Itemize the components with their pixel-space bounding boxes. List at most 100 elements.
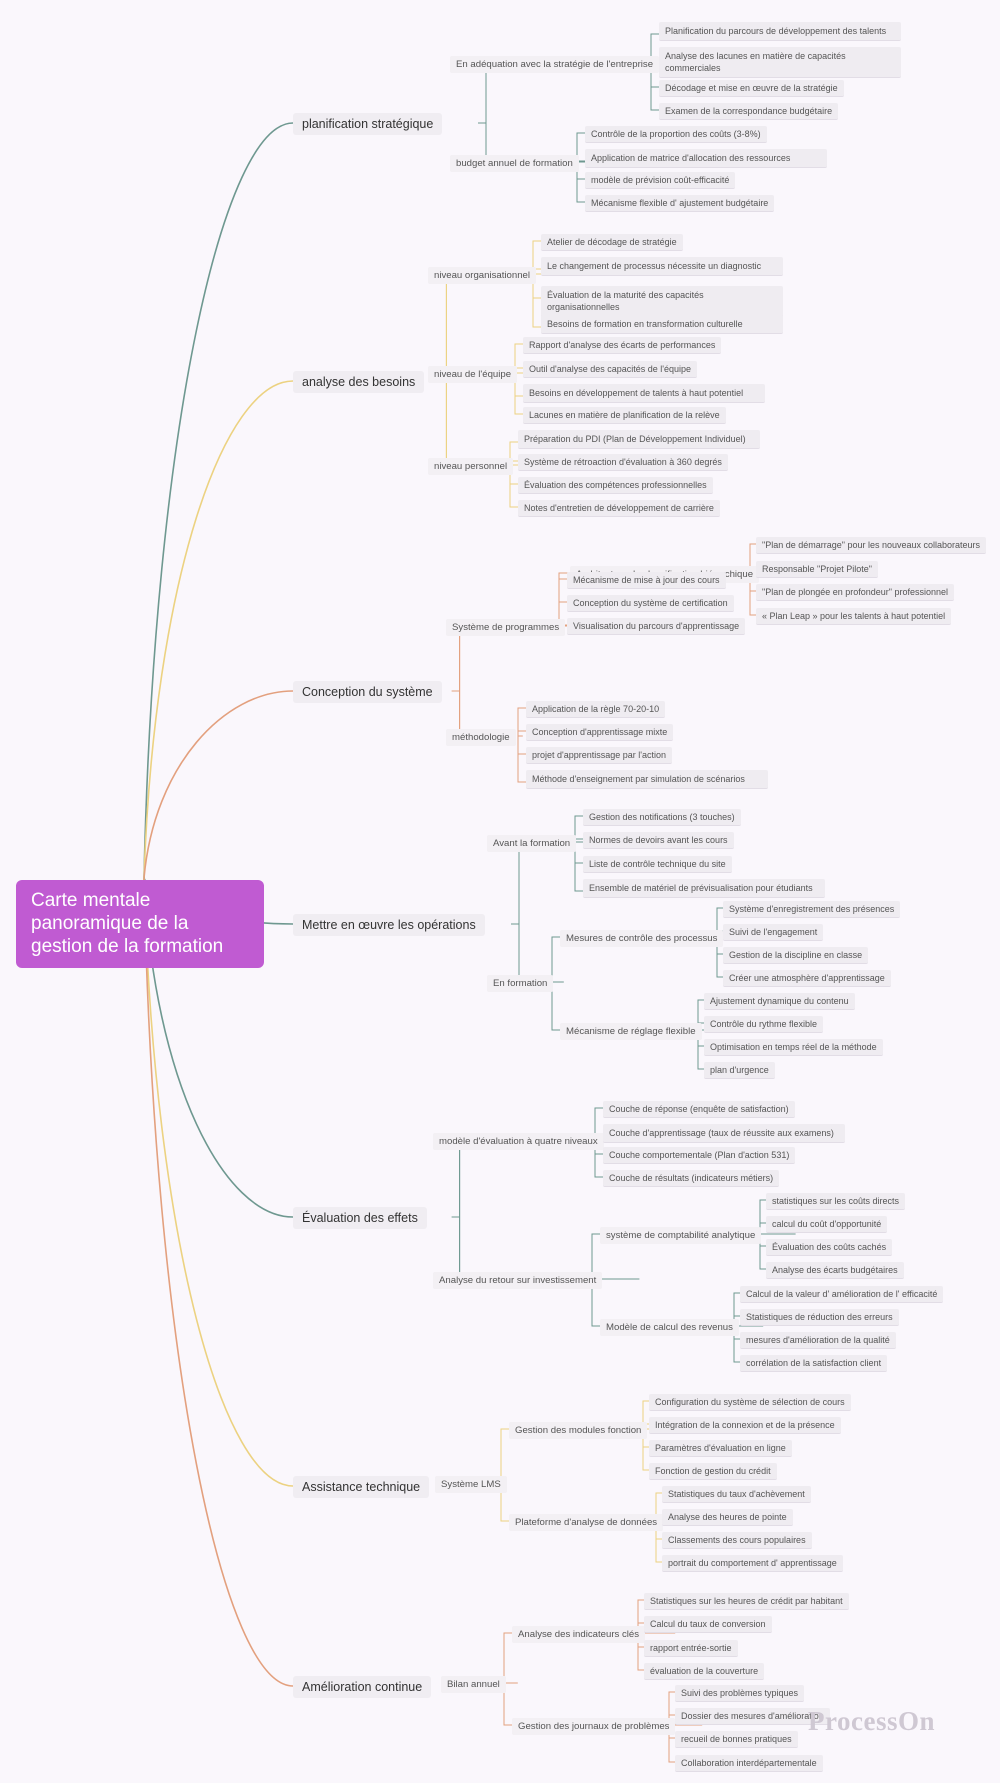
leaf-item[interactable]: Gestion de la discipline en classe	[723, 947, 869, 964]
branch-topic[interactable]: planification stratégique	[293, 113, 443, 135]
leaf-item[interactable]: Optimisation en temps réel de la méthode	[704, 1039, 883, 1056]
leaf-item[interactable]: Conception d'apprentissage mixte	[526, 724, 674, 741]
subgroup-topic[interactable]: Modèle de calcul des revenus	[600, 1319, 739, 1336]
subgroup-topic[interactable]: Gestion des modules fonction	[509, 1422, 648, 1439]
group-topic[interactable]: budget annuel de formation	[450, 155, 579, 172]
leaf-item[interactable]: Application de matrice d'allocation des …	[585, 149, 827, 168]
leaf-item[interactable]: Application de la règle 70-20-10	[526, 701, 666, 718]
branch-topic[interactable]: analyse des besoins	[293, 371, 425, 393]
leaf-item[interactable]: "Plan de plongée en profondeur" professi…	[756, 584, 955, 601]
leaf-item[interactable]: Calcul de la valeur d' amélioration de l…	[740, 1286, 944, 1303]
leaf-item[interactable]: Analyse des écarts budgétaires	[766, 1262, 904, 1279]
leaf-item[interactable]: Ajustement dynamique du contenu	[704, 993, 855, 1010]
group-topic[interactable]: modèle d'évaluation à quatre niveaux	[433, 1133, 604, 1150]
leaf-item[interactable]: Évaluation des compétences professionnel…	[518, 477, 713, 494]
group-topic[interactable]: niveau de l'équipe	[428, 366, 518, 383]
leaf-item[interactable]: Couche de réponse (enquête de satisfacti…	[603, 1101, 795, 1118]
group-topic[interactable]: Système LMS	[435, 1476, 507, 1493]
leaf-item[interactable]: Couche comportementale (Plan d'action 53…	[603, 1147, 796, 1164]
leaf-item[interactable]: Méthode d'enseignement par simulation de…	[526, 770, 768, 789]
leaf-item[interactable]: Calcul du taux de conversion	[644, 1616, 772, 1633]
leaf-item[interactable]: Contrôle du rythme flexible	[704, 1016, 824, 1033]
leaf-item[interactable]: Analyse des lacunes en matière de capaci…	[659, 47, 901, 78]
subgroup-topic[interactable]: Gestion des journaux de problèmes	[512, 1718, 676, 1735]
leaf-item[interactable]: Suivi des problèmes typiques	[675, 1685, 805, 1702]
leaf-item[interactable]: mesures d'amélioration de la qualité	[740, 1332, 896, 1349]
leaf-item[interactable]: Planification du parcours de développeme…	[659, 22, 901, 41]
leaf-item[interactable]: Dossier des mesures d'amélioration	[675, 1708, 830, 1725]
leaf-item[interactable]: recueil de bonnes pratiques	[675, 1731, 798, 1748]
branch-topic[interactable]: Amélioration continue	[293, 1676, 432, 1698]
subgroup-topic[interactable]: Mesures de contrôle des processus	[560, 930, 724, 947]
branch-topic[interactable]: Mettre en œuvre les opérations	[293, 914, 485, 936]
leaf-item[interactable]: Outil d'analyse des capacités de l'équip…	[523, 361, 698, 378]
leaf-item[interactable]: Préparation du PDI (Plan de Développemen…	[518, 430, 760, 449]
leaf-item[interactable]: Paramètres d'évaluation en ligne	[649, 1440, 792, 1457]
branch-topic[interactable]: Assistance technique	[293, 1476, 430, 1498]
leaf-item[interactable]: Fonction de gestion du crédit	[649, 1463, 777, 1480]
leaf-item[interactable]: Ensemble de matériel de prévisualisation…	[583, 879, 825, 898]
leaf-item[interactable]: Intégration de la connexion et de la pré…	[649, 1417, 841, 1434]
leaf-item[interactable]: Collaboration interdépartementale	[675, 1755, 823, 1772]
leaf-item[interactable]: « Plan Leap » pour les talents à haut po…	[756, 608, 952, 625]
root-topic[interactable]: Carte mentale panoramique de la gestion …	[16, 880, 264, 968]
subgroup-topic[interactable]: Mécanisme de réglage flexible	[560, 1023, 702, 1040]
leaf-item[interactable]: Besoins de formation en transformation c…	[541, 315, 783, 334]
leaf-item[interactable]: "Plan de démarrage" pour les nouveaux co…	[756, 537, 987, 554]
subgroup-topic[interactable]: Analyse des indicateurs clés	[512, 1626, 646, 1643]
leaf-item[interactable]: projet d'apprentissage par l'action	[526, 747, 673, 764]
leaf-item[interactable]: Évaluation de la maturité des capacités …	[541, 286, 783, 317]
group-topic[interactable]: Analyse du retour sur investissement	[433, 1272, 603, 1289]
leaf-item[interactable]: statistiques sur les coûts directs	[766, 1193, 906, 1210]
branch-topic[interactable]: Évaluation des effets	[293, 1207, 427, 1229]
leaf-item[interactable]: Rapport d'analyse des écarts de performa…	[523, 337, 722, 354]
leaf-item[interactable]: Classements des cours populaires	[662, 1532, 812, 1549]
leaf-item[interactable]: Visualisation du parcours d'apprentissag…	[567, 618, 746, 635]
leaf-item[interactable]: Besoins en développement de talents à ha…	[523, 384, 765, 403]
leaf-item[interactable]: Le changement de processus nécessite un …	[541, 257, 783, 276]
leaf-item[interactable]: modèle de prévision coût-efficacité	[585, 172, 736, 189]
leaf-item[interactable]: Responsable "Projet Pilote"	[756, 561, 878, 578]
group-topic[interactable]: niveau personnel	[428, 458, 514, 475]
subgroup-topic[interactable]: Plateforme d'analyse de données	[509, 1514, 664, 1531]
leaf-item[interactable]: Système de rétroaction d'évaluation à 36…	[518, 454, 728, 471]
leaf-item[interactable]: plan d'urgence	[704, 1062, 775, 1079]
leaf-item[interactable]: Atelier de décodage de stratégie	[541, 234, 683, 251]
leaf-item[interactable]: Décodage et mise en œuvre de la stratégi…	[659, 80, 844, 97]
leaf-item[interactable]: rapport entrée-sortie	[644, 1640, 738, 1657]
leaf-item[interactable]: Conception du système de certification	[567, 595, 734, 612]
leaf-item[interactable]: Notes d'entretien de développement de ca…	[518, 500, 720, 517]
leaf-item[interactable]: Statistiques sur les heures de crédit pa…	[644, 1593, 849, 1610]
group-topic[interactable]: En adéquation avec la stratégie de l'ent…	[450, 56, 660, 73]
leaf-item[interactable]: Suivi de l'engagement	[723, 924, 824, 941]
group-topic[interactable]: Bilan annuel	[441, 1676, 506, 1693]
leaf-item[interactable]: Gestion des notifications (3 touches)	[583, 809, 741, 826]
leaf-item[interactable]: Système d'enregistrement des présences	[723, 901, 901, 918]
leaf-item[interactable]: Statistiques de réduction des erreurs	[740, 1309, 899, 1326]
leaf-item[interactable]: Configuration du système de sélection de…	[649, 1394, 851, 1411]
group-topic[interactable]: niveau organisationnel	[428, 267, 537, 284]
group-topic[interactable]: En formation	[487, 975, 554, 992]
leaf-item[interactable]: Couche de résultats (indicateurs métiers…	[603, 1170, 780, 1187]
group-topic[interactable]: méthodologie	[446, 729, 516, 746]
leaf-item[interactable]: Analyse des heures de pointe	[662, 1509, 793, 1526]
leaf-item[interactable]: Normes de devoirs avant les cours	[583, 832, 734, 849]
subgroup-topic[interactable]: système de comptabilité analytique	[600, 1227, 762, 1244]
leaf-item[interactable]: corrélation de la satisfaction client	[740, 1355, 888, 1372]
leaf-item[interactable]: Statistiques du taux d'achèvement	[662, 1486, 811, 1503]
group-topic[interactable]: Avant la formation	[487, 835, 577, 852]
branch-topic[interactable]: Conception du système	[293, 681, 442, 703]
leaf-item[interactable]: portrait du comportement d' apprentissag…	[662, 1555, 843, 1572]
leaf-item[interactable]: Lacunes en matière de planification de l…	[523, 407, 726, 424]
leaf-item[interactable]: évaluation de la couverture	[644, 1663, 765, 1680]
leaf-item[interactable]: Liste de contrôle technique du site	[583, 856, 732, 873]
leaf-item[interactable]: Créer une atmosphère d'apprentissage	[723, 970, 891, 987]
leaf-item[interactable]: Examen de la correspondance budgétaire	[659, 103, 839, 120]
group-topic[interactable]: Système de programmes	[446, 619, 566, 636]
leaf-item[interactable]: Mécanisme de mise à jour des cours	[567, 572, 726, 589]
leaf-item[interactable]: Évaluation des coûts cachés	[766, 1239, 893, 1256]
leaf-item[interactable]: Couche d'apprentissage (taux de réussite…	[603, 1124, 845, 1143]
leaf-item[interactable]: Mécanisme flexible d' ajustement budgéta…	[585, 195, 775, 212]
leaf-item[interactable]: calcul du coût d'opportunité	[766, 1216, 888, 1233]
leaf-item[interactable]: Contrôle de la proportion des coûts (3-8…	[585, 126, 767, 143]
